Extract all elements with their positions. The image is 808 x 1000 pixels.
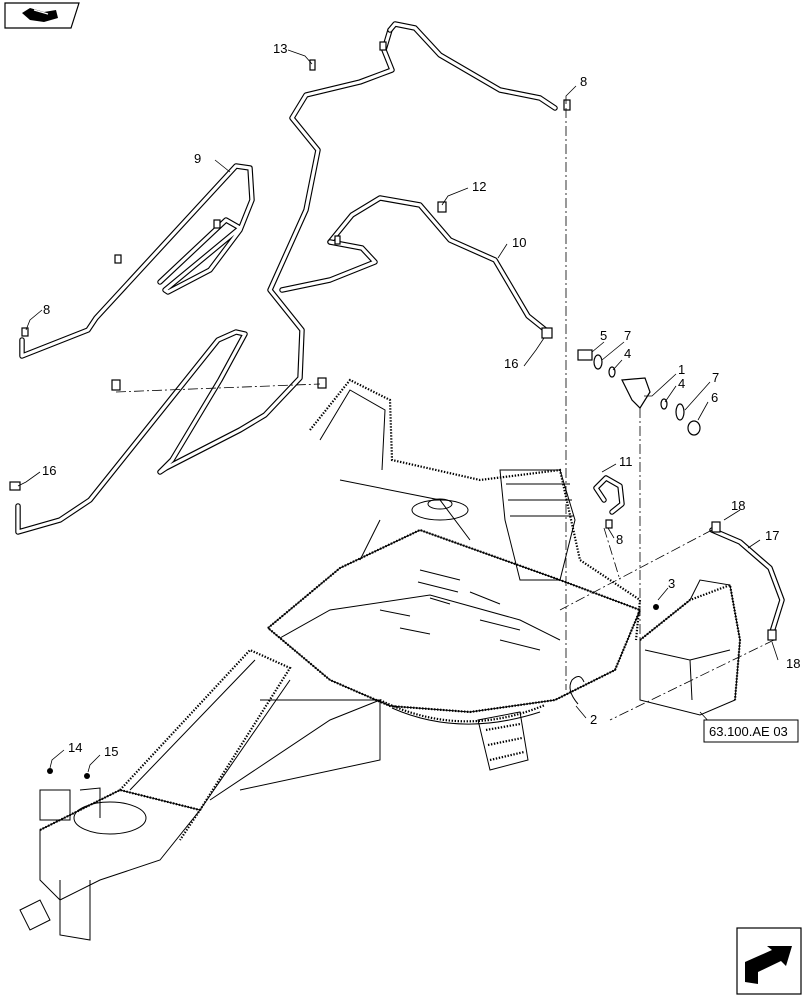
callout-7-right: 7 xyxy=(712,370,719,385)
callout-16-right: 16 xyxy=(504,356,518,371)
callout-9: 9 xyxy=(194,151,201,166)
gearbox-frame xyxy=(309,378,642,641)
reference-box-label: 63.100.AE 03 xyxy=(709,724,788,739)
callout-15: 15 xyxy=(104,744,118,759)
mower-deck xyxy=(266,528,642,725)
tongue-hitch xyxy=(19,648,381,941)
callout-1: 1 xyxy=(678,362,685,377)
page-arrow-icon xyxy=(736,927,802,995)
callout-7-left: 7 xyxy=(624,328,631,343)
callout-18-bottom: 18 xyxy=(786,656,800,671)
callout-8-top: 8 xyxy=(580,74,587,89)
callout-10: 10 xyxy=(512,235,526,250)
step xyxy=(477,711,529,771)
callout-14: 14 xyxy=(68,740,82,755)
leader-lines xyxy=(17,49,779,773)
callout-13: 13 xyxy=(273,41,287,56)
hose-17 xyxy=(709,527,785,635)
callout-11: 11 xyxy=(619,454,633,469)
callout-3: 3 xyxy=(668,576,675,591)
right-side-frame xyxy=(639,579,742,716)
hose-9 xyxy=(19,163,255,359)
book-hand-icon xyxy=(4,2,80,29)
callout-5: 5 xyxy=(600,328,607,343)
reference-lines xyxy=(115,108,775,721)
callout-4-right: 4 xyxy=(678,376,685,391)
callout-18-top: 18 xyxy=(731,498,745,513)
fittings xyxy=(9,41,777,779)
callout-17: 17 xyxy=(765,528,779,543)
reference-box[interactable]: 63.100.AE 03 xyxy=(703,719,799,743)
callout-16-left: 16 xyxy=(42,463,56,478)
hose-13 xyxy=(15,21,558,535)
callout-2: 2 xyxy=(590,712,597,727)
hose-10 xyxy=(279,195,551,335)
callout-8-left: 8 xyxy=(43,302,50,317)
callout-6: 6 xyxy=(711,390,718,405)
callouts: 13 8 9 12 10 8 16 5 7 4 1 4 7 6 16 11 8 … xyxy=(42,41,800,759)
callout-4-left: 4 xyxy=(624,346,631,361)
callout-12: 12 xyxy=(472,179,486,194)
hose-2 xyxy=(569,676,585,705)
callout-8-mid: 8 xyxy=(616,532,623,547)
hose-11 xyxy=(593,475,625,515)
